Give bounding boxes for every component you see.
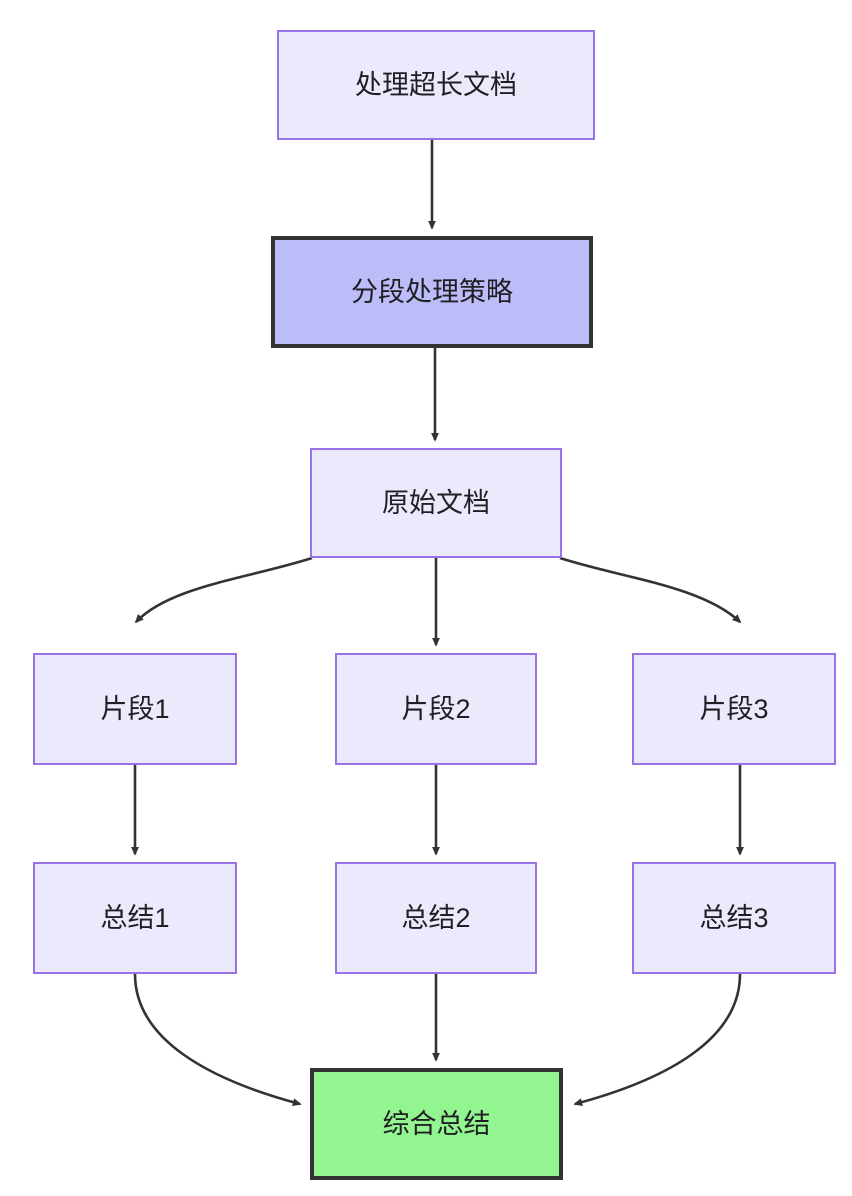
flow-node-n6[interactable]: 片段3 (632, 653, 836, 765)
flow-node-n8[interactable]: 总结2 (335, 862, 537, 974)
edge-source-to-chunk1 (134, 556, 313, 624)
flow-node-n1[interactable]: 处理超长文档 (277, 30, 595, 140)
edge-summary1-to-final (133, 973, 302, 1107)
flow-node-n4[interactable]: 片段1 (33, 653, 237, 765)
flow-node-label: 处理超长文档 (355, 69, 517, 100)
flow-node-label: 分段处理策略 (351, 276, 513, 307)
flow-node-n7[interactable]: 总结1 (33, 862, 237, 974)
flow-node-n10[interactable]: 综合总结 (310, 1068, 563, 1180)
flow-node-label: 原始文档 (382, 487, 490, 518)
flow-node-label: 片段3 (699, 693, 769, 724)
edge-source-to-chunk3 (559, 556, 742, 624)
flow-node-label: 总结1 (100, 902, 170, 933)
flow-node-label: 总结3 (699, 902, 769, 933)
flow-node-label: 总结2 (401, 902, 471, 933)
flow-node-label: 片段2 (401, 693, 471, 724)
flow-node-n9[interactable]: 总结3 (632, 862, 836, 974)
flow-node-n3[interactable]: 原始文档 (310, 448, 562, 558)
flow-node-n5[interactable]: 片段2 (335, 653, 537, 765)
edge-summary3-to-final (573, 973, 742, 1107)
flow-node-label: 综合总结 (382, 1108, 491, 1139)
flow-node-label: 片段1 (100, 693, 170, 724)
flow-node-n2[interactable]: 分段处理策略 (271, 236, 593, 348)
